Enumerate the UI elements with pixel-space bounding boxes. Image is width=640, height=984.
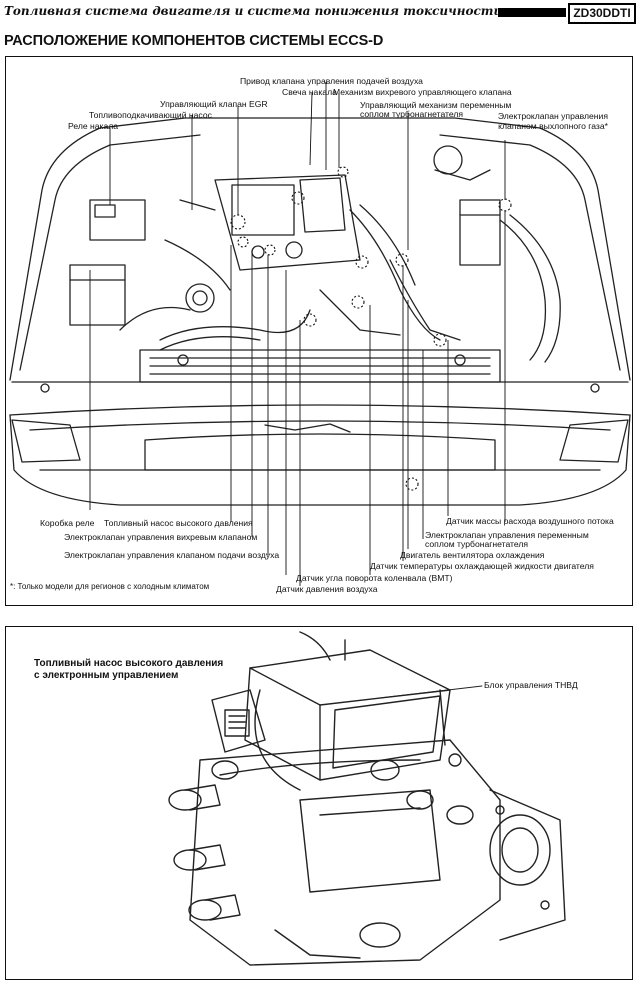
label-coolant-temp: Датчик температуры охлаждающей жидкости … (370, 561, 594, 571)
pump-title-line1: Топливный насос высокого давления (34, 658, 224, 669)
label-exhaust-solenoid-2: клапаном выхлопного газа* (498, 121, 608, 131)
label-maf-sensor: Датчик массы расхода воздушного потока (446, 516, 614, 526)
label-glow-relay: Реле накала (68, 121, 119, 131)
label-fan-motor: Двигатель вентилятора охлаждения (400, 550, 545, 560)
label-fuel-priming-pump: Топливоподкачивающий насос (89, 110, 212, 120)
label-pump-ecu: Блок управления ТНВД (484, 680, 578, 690)
label-swirl-solenoid: Электроклапан управления вихревым клапан… (64, 532, 258, 542)
pump-title: Топливный насос высокого давления с элек… (34, 658, 223, 682)
label-turbo-vnt-1: Управляющий механизм переменным (360, 100, 512, 110)
label-turbo-vnt-2: соплом турбонагнетателя (360, 109, 464, 119)
label-relay-box: Коробка реле (40, 518, 95, 528)
pump-title-line2: с электронным управлением (34, 670, 179, 681)
pump-panel (5, 626, 633, 980)
label-air-solenoid: Электроклапан управления клапаном подачи… (64, 550, 280, 560)
engine-bay-panel (5, 56, 633, 606)
label-hp-pump: Топливный насос высокого давления (104, 518, 253, 528)
label-egr-valve: Управляющий клапан EGR (160, 99, 268, 109)
label-air-valve-actuator: Привод клапана управления подачей воздух… (240, 76, 423, 86)
label-turbo-solenoid-1: Электроклапан управления переменным (425, 530, 589, 540)
label-swirl-valve-mechanism: Механизм вихревого управляющего клапана (333, 87, 512, 97)
footnote: *: Только модели для регионов с холодным… (10, 582, 210, 591)
label-turbo-solenoid-2: соплом турбонагнетателя (425, 539, 529, 549)
page-header-title: Топливная система двигателя и система по… (4, 4, 567, 18)
label-exhaust-solenoid-1: Электроклапан управления (497, 111, 608, 121)
section-title: РАСПОЛОЖЕНИЕ КОМПОНЕНТОВ СИСТЕМЫ ECCS-D (4, 33, 384, 49)
engine-code-badge: ZD30DDTI (568, 3, 636, 24)
label-glow-plug: Свеча накала (282, 87, 337, 97)
label-air-pressure: Датчик давления воздуха (276, 584, 378, 594)
header-bar (498, 8, 566, 17)
label-crank-sensor: Датчик угла поворота коленвала (ВМТ) (296, 573, 453, 583)
